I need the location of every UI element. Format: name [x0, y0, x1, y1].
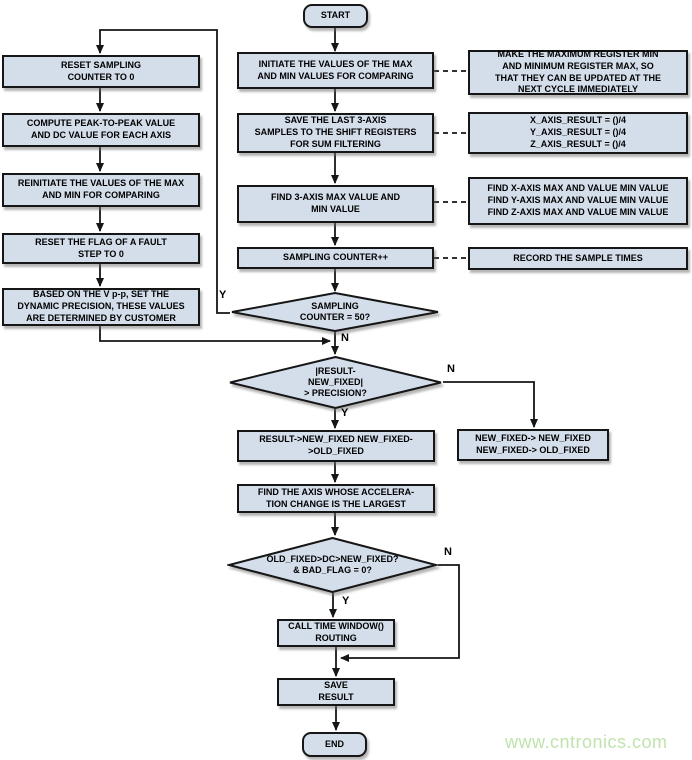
reset-sampling-counter-box: RESET SAMPLING COUNTER TO 0 — [2, 55, 200, 88]
result-precision-decision: |RESULT- NEW_FIXED| > PRECISION? — [228, 356, 443, 409]
watermark-text: www.cntronics.com — [505, 732, 668, 752]
find-largest-acceleration-box: FIND THE AXIS WHOSE ACCELERA- TION CHANG… — [237, 484, 435, 513]
annotation-axis-result-formulas: X_AXIS_RESULT = ()/4 Y_AXIS_RESULT = ()/… — [468, 112, 688, 154]
decision-label: |RESULT- NEW_FIXED| > PRECISION? — [304, 365, 367, 399]
decision-no-label: N — [447, 363, 455, 375]
decision-no-label: N — [444, 546, 452, 558]
save-shift-registers-box: SAVE THE LAST 3-AXIS SAMPLES TO THE SHIF… — [237, 113, 434, 153]
save-result-box: SAVE RESULT — [277, 678, 395, 706]
annotation-max-min-registers: MAKE THE MAXIMUM REGISTER MIN AND MINIMU… — [468, 49, 688, 95]
initiate-max-min-box: INITIATE THE VALUES OF THE MAX AND MIN V… — [237, 52, 434, 89]
compute-peak-to-peak-box: COMPUTE PEAK-TO-PEAK VALUE AND DC VALUE … — [2, 113, 200, 147]
end-node: END — [302, 732, 367, 757]
new-fixed-passthrough-box: NEW_FIXED-> NEW_FIXED NEW_FIXED-> OLD_FI… — [457, 429, 609, 461]
decision-no-label: N — [341, 332, 349, 344]
decision-label: SAMPLING COUNTER = 50? — [299, 300, 371, 322]
decision-yes-label: Y — [342, 595, 350, 607]
sampling-counter-increment-box: SAMPLING COUNTER++ — [237, 247, 434, 269]
reinitiate-max-min-box: REINITIATE THE VALUES OF THE MAX AND MIN… — [2, 173, 200, 207]
dynamic-precision-box: BASED ON THE V p-p, SET THE DYNAMIC PREC… — [2, 288, 200, 326]
annotation-find-axis-max-min: FIND X-AXIS MAX AND VALUE MIN VALUE FIND… — [468, 177, 688, 225]
decision-yes-label: Y — [219, 289, 227, 301]
decision-label: OLD_FIXED>DC>NEW_FIXED? & BAD_FLAG = 0? — [266, 553, 399, 575]
result-to-new-fixed-box: RESULT->NEW_FIXED NEW_FIXED- >OLD_FIXED — [237, 430, 435, 462]
annotation-record-sample-times: RECORD THE SAMPLE TIMES — [468, 247, 688, 270]
find-3axis-max-min-box: FIND 3-AXIS MAX VALUE AND MIN VALUE — [237, 185, 434, 223]
reset-fault-flag-box: RESET THE FLAG OF A FAULT STEP TO 0 — [2, 233, 200, 264]
start-node: START — [303, 4, 368, 28]
sampling-counter-50-decision: SAMPLING COUNTER = 50? — [230, 292, 440, 332]
decision-yes-label: Y — [341, 407, 349, 419]
call-time-window-box: CALL TIME WINDOW() ROUTING — [277, 619, 395, 647]
old-fixed-dc-new-fixed-decision: OLD_FIXED>DC>NEW_FIXED? & BAD_FLAG = 0? — [227, 537, 438, 593]
